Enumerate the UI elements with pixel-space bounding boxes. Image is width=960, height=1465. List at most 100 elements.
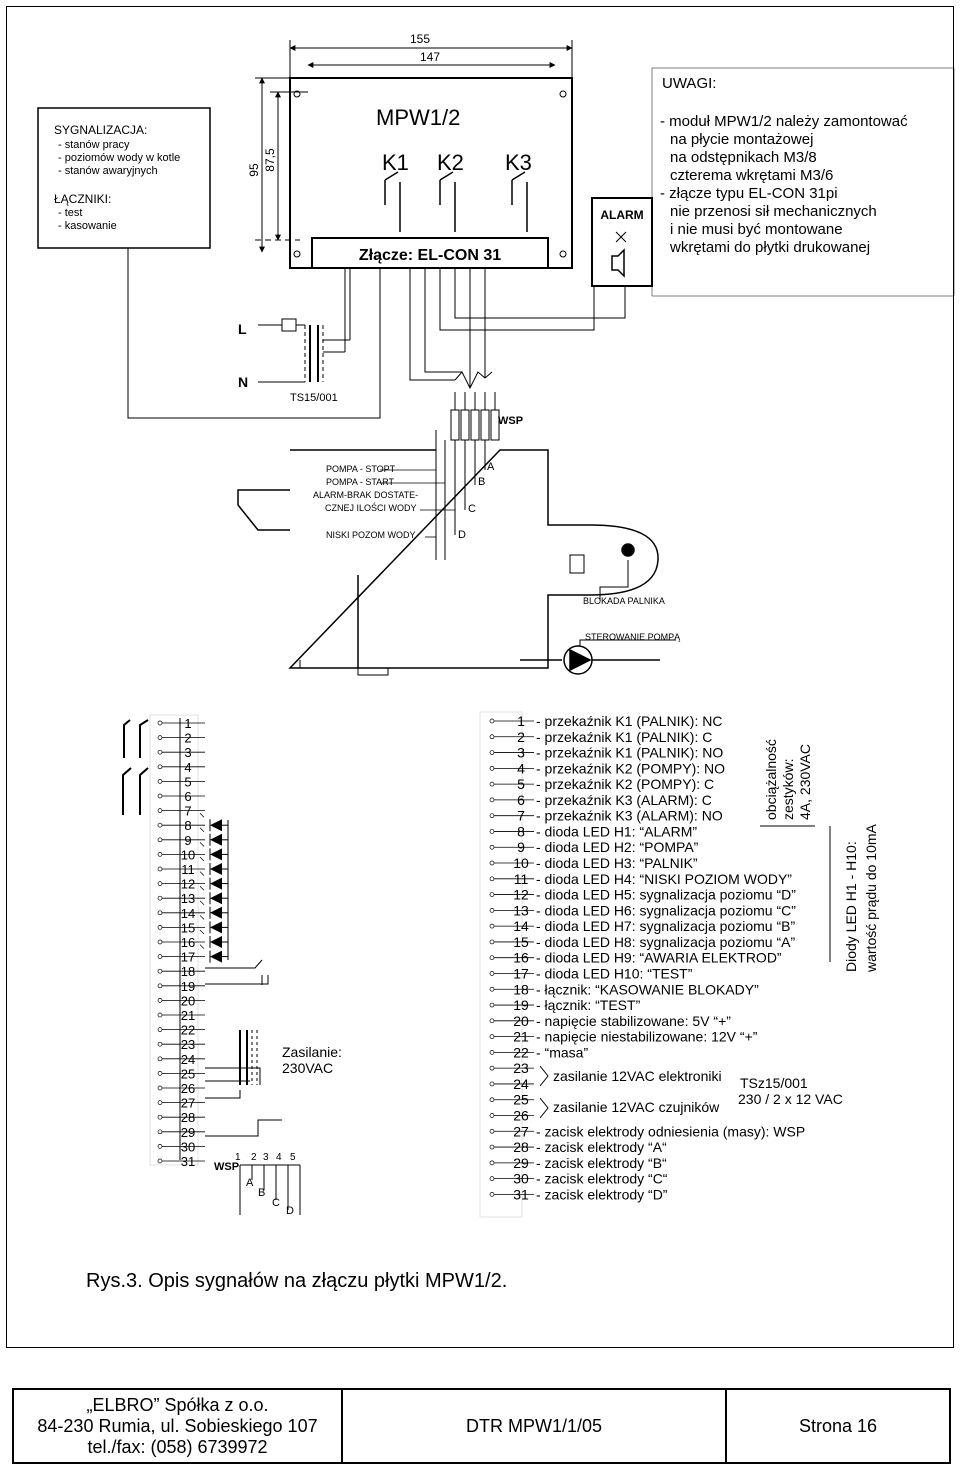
burner-lock-label: BLOKADA PALNIKA xyxy=(583,596,665,606)
right-pin-terminal xyxy=(489,860,495,866)
footer-doc-cell: DTR MPW1/1/05 xyxy=(343,1390,727,1462)
wiring-diagram: 155 147 95 87,5 MPW1/2 K1 K2 K3 Złącze: … xyxy=(37,32,955,1292)
wsp-num: 4 xyxy=(276,1152,282,1163)
left-pin-terminal xyxy=(157,1056,163,1062)
left-pin-terminal xyxy=(157,998,163,1003)
right-pin-terminal xyxy=(489,797,495,803)
right-pin-description: - “masa” xyxy=(536,1044,588,1060)
wsp-letter: B xyxy=(258,1187,265,1199)
right-pin-number: 26 xyxy=(513,1108,529,1124)
right-pin-terminal xyxy=(489,1065,495,1071)
led-icon xyxy=(199,885,228,905)
note-line: i nie musi być montowane xyxy=(670,221,843,238)
led-icon xyxy=(199,900,228,919)
transformer-label: TS15/001 xyxy=(290,392,338,404)
speaker-icon xyxy=(611,248,625,278)
right-pin-description: - przekaźnik K1 (PALNIK): NO xyxy=(536,745,723,761)
relay-k1: K1 xyxy=(382,150,409,175)
pump xyxy=(299,575,676,676)
left-pin-terminal xyxy=(157,939,163,945)
switch-title: ŁĄCZNIKI: xyxy=(54,192,111,206)
dim-155: 155 xyxy=(410,32,430,46)
left-pin-terminal xyxy=(157,1027,163,1032)
load-line3: 4A, 230VAC xyxy=(797,744,813,820)
left-pin-terminal xyxy=(157,1158,163,1164)
right-pin-number: 5 xyxy=(517,776,525,792)
note-line: nie przenosi sił mechanicznych xyxy=(670,203,877,220)
relay-k3: K3 xyxy=(505,150,532,175)
right-pin-description: - dioda LED H10: “TEST” xyxy=(536,965,693,981)
tsz-line1: TSz15/001 xyxy=(740,1075,808,1091)
footer-company-cell: „ELBRO” Spółka z o.o. 84-230 Rumia, ul. … xyxy=(14,1390,343,1462)
led-icon xyxy=(199,929,228,948)
load-line1: obciążalność xyxy=(763,739,779,820)
document-id: DTR MPW1/1/05 xyxy=(465,1415,603,1436)
left-pin-number: 19 xyxy=(181,979,195,994)
right-pin-number: 23 xyxy=(513,1060,529,1076)
right-pin-terminal xyxy=(489,813,495,819)
left-pin-number: 9 xyxy=(184,833,191,848)
right-pin-terminal xyxy=(489,892,495,897)
left-pin-terminal xyxy=(157,1144,163,1149)
left-pin-number: 14 xyxy=(181,906,195,921)
right-pin-description: - dioda LED H6: sygnalizacja poziomu “C” xyxy=(536,902,796,918)
supply-transformer xyxy=(205,1030,282,1137)
right-pin-terminal xyxy=(489,718,495,724)
led-icon xyxy=(199,871,228,890)
right-pin-number: 29 xyxy=(513,1155,529,1171)
right-pin-description: - dioda LED H1: “ALARM” xyxy=(536,823,697,839)
left-pin-number: 3 xyxy=(184,745,191,760)
left-pin-number: 2 xyxy=(184,731,191,746)
left-pin-number: 29 xyxy=(181,1125,195,1140)
electrode-probe xyxy=(435,371,500,560)
right-pin-description: - dioda LED H5: sygnalizacja poziomu “D” xyxy=(536,887,796,903)
right-pin-number: 7 xyxy=(517,808,525,824)
notes-title: UWAGI: xyxy=(662,75,716,92)
left-pin-number: 30 xyxy=(181,1139,195,1154)
left-pin-terminal xyxy=(157,1085,163,1091)
right-pin-description: - łącznik: “TEST” xyxy=(536,997,641,1013)
left-pin-number: 5 xyxy=(184,774,191,789)
page-frame xyxy=(6,6,954,1348)
right-pin-terminal xyxy=(489,1128,495,1134)
dim-147: 147 xyxy=(420,50,440,64)
boiler-label: POMPA - STOPT xyxy=(326,464,396,474)
right-pin-description: - dioda LED H9: “AWARIA ELEKTROD” xyxy=(536,950,782,966)
page-number: Strona 16 xyxy=(798,1415,878,1436)
left-pin-number: 17 xyxy=(181,950,195,965)
left-pin-number: 10 xyxy=(181,847,195,862)
left-pin-terminal xyxy=(157,735,163,740)
wsp-num: 1 xyxy=(235,1152,241,1163)
right-pin-description: - przekaźnik K2 (POMPY): NO xyxy=(536,760,725,776)
right-pin-description: - przekaźnik K1 (PALNIK): C xyxy=(536,729,712,745)
wsp-letter: A xyxy=(246,1177,254,1189)
right-pin-description: - dioda LED H2: “POMPA” xyxy=(536,839,699,855)
load-line2: zestyków: xyxy=(780,759,796,820)
right-pin-description: - przekaźnik K2 (POMPY): C xyxy=(536,776,714,792)
note-line: - moduł MPW1/2 należy zamontować xyxy=(660,113,908,130)
right-pin-number: 25 xyxy=(513,1092,529,1108)
right-pin-number: 22 xyxy=(513,1044,529,1060)
signal-box xyxy=(37,107,211,249)
led-icon xyxy=(199,944,228,963)
left-pin-number: 22 xyxy=(181,1023,195,1038)
right-pin-number: 24 xyxy=(513,1076,529,1092)
boiler-body xyxy=(237,449,659,669)
right-pin-terminal xyxy=(489,1097,495,1103)
right-pin-description: - zacisk elektrody “B“ xyxy=(536,1155,667,1171)
right-pin-number: 27 xyxy=(513,1123,529,1139)
footer-page-cell: Strona 16 xyxy=(727,1390,949,1462)
wsp-num: 5 xyxy=(290,1152,296,1163)
right-pin-terminal xyxy=(489,1050,495,1055)
left-pin-terminal xyxy=(157,983,163,989)
left-connector-strip xyxy=(149,714,199,1166)
right-pin-number: 16 xyxy=(513,950,529,966)
right-pin-description: - dioda LED H8: sygnalizacja poziomu “A” xyxy=(536,934,795,950)
right-pin-number: 21 xyxy=(513,1029,529,1045)
left-pin-terminal xyxy=(157,764,163,770)
mpw-module xyxy=(289,77,573,269)
right-pin-description: - zacisk elektrody odniesienia (masy): W… xyxy=(536,1123,805,1139)
group-braces xyxy=(539,1065,549,1119)
electrode-a: A xyxy=(487,461,495,473)
electrode-d: D xyxy=(458,529,466,541)
